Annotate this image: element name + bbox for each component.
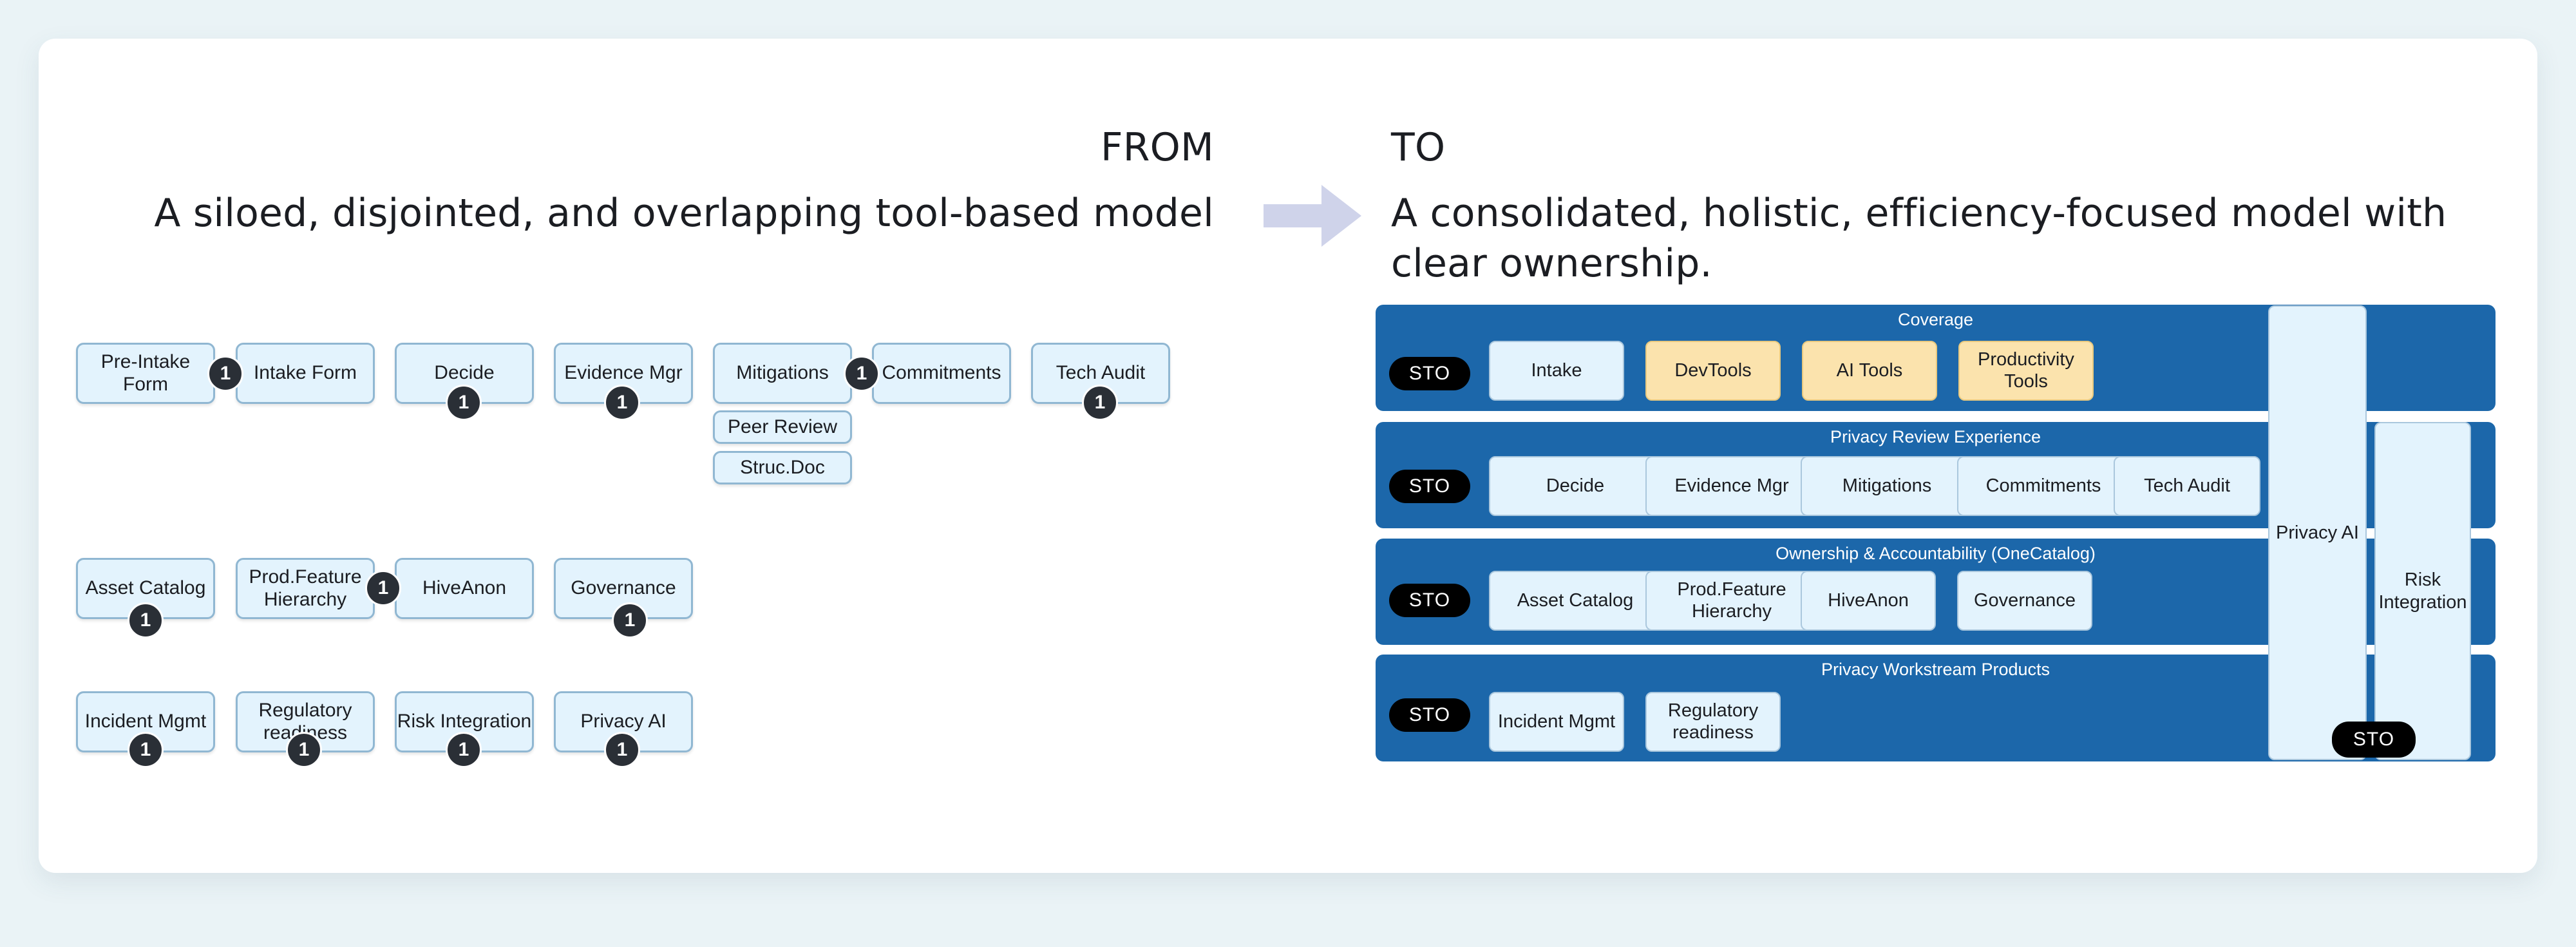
count-badge: 1 xyxy=(446,732,482,768)
privacy-ai-column: Privacy AI xyxy=(2268,305,2367,760)
pre-intake-form-box: Pre-Intake Form xyxy=(76,343,215,404)
tech-audit-box: Tech Audit xyxy=(2114,456,2260,516)
count-badge: 1 xyxy=(128,732,164,768)
count-badge: 1 xyxy=(446,385,482,421)
hiveanon-box: HiveAnon xyxy=(1801,571,1936,631)
band-title: Coverage xyxy=(1897,310,1974,329)
sto-pill: STO xyxy=(1389,584,1470,617)
governance-box: Governance xyxy=(1957,571,2092,631)
count-badge: 1 xyxy=(604,385,640,421)
sto-pill: STO xyxy=(1389,470,1470,503)
commitments-box: Commitments xyxy=(1957,456,2130,516)
intake-form-box: Intake Form xyxy=(236,343,375,404)
peer-review-box: Peer Review xyxy=(713,410,852,444)
count-badge: 1 xyxy=(604,732,640,768)
sto-pill: STO xyxy=(2332,722,2416,758)
regulatory-readiness-box: Regulatory readiness xyxy=(1645,692,1781,752)
asset-catalog-box: Asset Catalog xyxy=(1489,571,1662,631)
mitigations-box: Mitigations xyxy=(1801,456,1973,516)
risk-integration-column: Risk Integration xyxy=(2374,422,2471,760)
risk-integration-label: Risk Integration xyxy=(2378,569,2467,613)
from-label: FROM xyxy=(1101,125,1214,170)
privacy-ai-label: Privacy AI xyxy=(2276,522,2359,543)
band-title: Privacy Review Experience xyxy=(1830,427,2041,446)
decide-box: Decide xyxy=(1489,456,1662,516)
count-badge: 1 xyxy=(128,602,164,638)
band-title: Ownership & Accountability (OneCatalog) xyxy=(1776,544,2096,563)
governance-box: Governance xyxy=(554,558,693,619)
incident-mgmt-box: Incident Mgmt xyxy=(76,691,215,752)
right-arrow-icon xyxy=(1264,185,1361,247)
count-badge: 1 xyxy=(612,602,648,638)
commitments-box: Commitments xyxy=(872,343,1011,404)
band-title: Privacy Workstream Products xyxy=(1821,660,2050,679)
intake-box: Intake xyxy=(1489,341,1624,401)
count-badge: 1 xyxy=(365,570,401,606)
prod-feature-hierarchy-box: Prod.Feature Hierarchy xyxy=(236,558,375,619)
sto-pill: STO xyxy=(1389,357,1470,390)
productivity-tools-box: Productivity Tools xyxy=(1958,341,2094,401)
sto-pill: STO xyxy=(1389,698,1470,732)
count-badge: 1 xyxy=(207,356,243,392)
incident-mgmt-box: Incident Mgmt xyxy=(1489,692,1624,752)
hiveanon-box: HiveAnon xyxy=(395,558,534,619)
to-description: A consolidated, holistic, efficiency-foc… xyxy=(1391,191,2447,286)
evidence-mgr-box: Evidence Mgr xyxy=(554,343,693,404)
ai-tools-box: AI Tools xyxy=(1802,341,1937,401)
decide-box: Decide xyxy=(395,343,534,404)
count-badge: 1 xyxy=(286,732,322,768)
prod-feature-hierarchy-box: Prod.Feature Hierarchy xyxy=(1645,571,1818,631)
devtools-box: DevTools xyxy=(1645,341,1781,401)
from-description: A siloed, disjointed, and overlapping to… xyxy=(154,191,1214,236)
struc-doc-box: Struc.Doc xyxy=(713,451,852,484)
mitigations-box: Mitigations xyxy=(713,343,852,404)
count-badge: 1 xyxy=(1082,385,1118,421)
evidence-mgr-box: Evidence Mgr xyxy=(1645,456,1818,516)
count-badge: 1 xyxy=(844,356,880,392)
to-label: TO xyxy=(1391,125,1446,170)
